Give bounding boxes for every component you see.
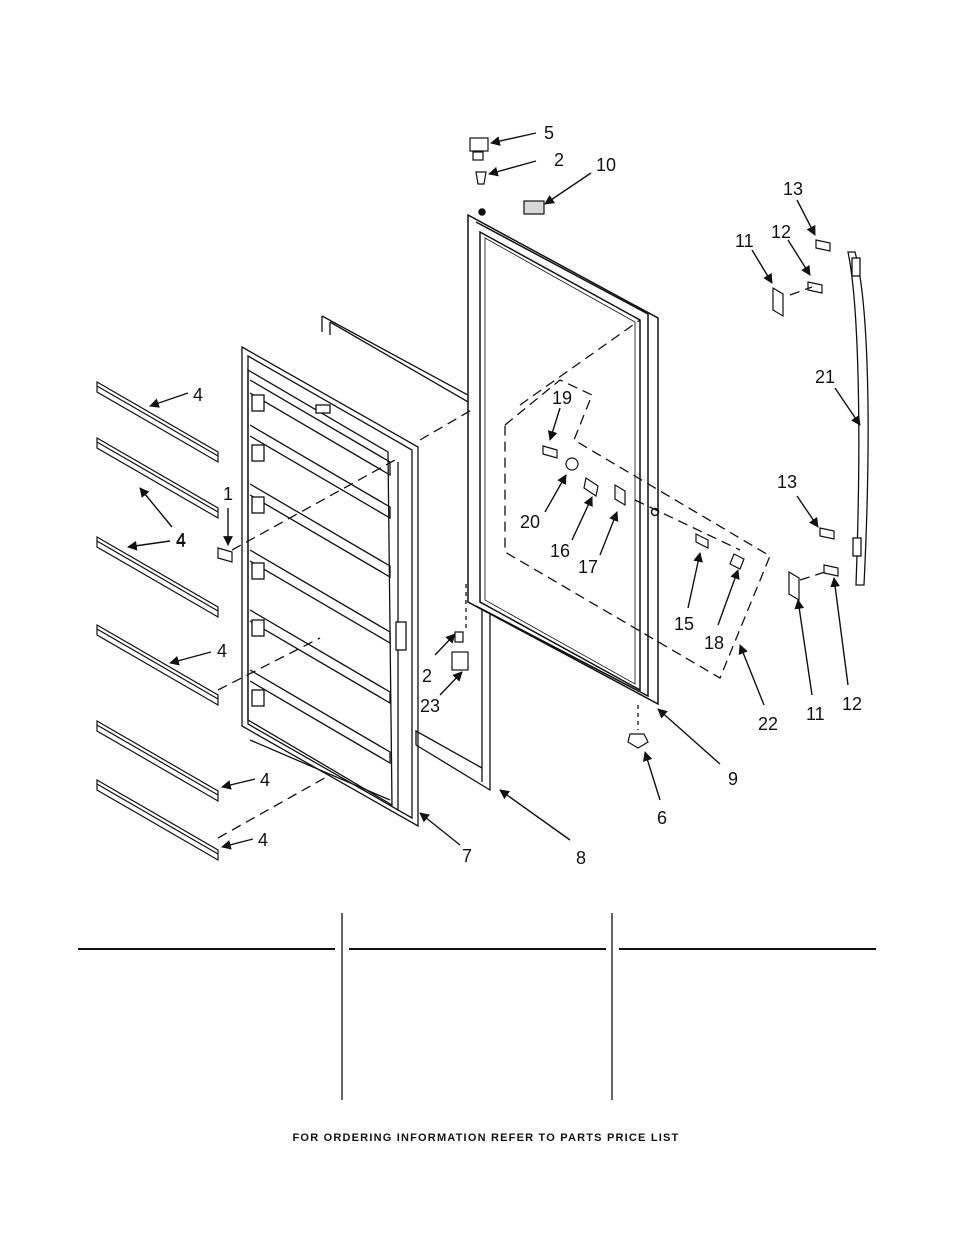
strike xyxy=(614,483,626,507)
gasket-strip xyxy=(96,535,219,619)
washer xyxy=(565,457,579,471)
callout-label: 23 xyxy=(420,696,440,716)
door-handle xyxy=(847,251,869,586)
callout-label: 2 xyxy=(554,150,564,170)
lock-cylinder xyxy=(695,533,709,549)
callout-label: 4 xyxy=(258,830,268,850)
callout-label: 4 xyxy=(176,531,186,551)
callout-label: 10 xyxy=(596,155,616,175)
gasket-strip xyxy=(96,623,219,707)
parts-table-frame xyxy=(78,913,876,1100)
shim xyxy=(454,631,464,643)
gasket-strips xyxy=(96,380,219,862)
screw xyxy=(542,445,558,459)
screw xyxy=(819,527,835,540)
door-stop xyxy=(627,733,649,749)
clip xyxy=(788,570,800,602)
callout-label: 6 xyxy=(657,808,667,828)
callout-label: 8 xyxy=(576,848,586,868)
callout-label: 19 xyxy=(552,388,572,408)
gasket-strip xyxy=(96,778,219,862)
callout-label: 15 xyxy=(674,614,694,634)
bottom-hinge xyxy=(451,651,469,671)
callout-labels: 5 2 10 13 12 11 21 19 20 16 17 15 18 1 4… xyxy=(176,123,862,868)
assembly-lines xyxy=(217,286,826,839)
callout-label: 17 xyxy=(578,557,598,577)
callout-label: 4 xyxy=(176,530,186,550)
callout-label: 13 xyxy=(783,179,803,199)
callout-label: 21 xyxy=(815,367,835,387)
callout-label: 22 xyxy=(758,714,778,734)
callout-label: 16 xyxy=(550,541,570,561)
hardware-parts xyxy=(217,137,839,749)
clip xyxy=(772,286,784,318)
callout-label: 2 xyxy=(422,666,432,686)
screw xyxy=(823,564,839,577)
callout-label: 4 xyxy=(260,770,270,790)
callout-label: 12 xyxy=(842,694,862,714)
callout-label: 4 xyxy=(217,641,227,661)
callout-label: 5 xyxy=(544,123,554,143)
callout-label: 11 xyxy=(806,704,825,724)
callout-label: 11 xyxy=(735,231,754,251)
screw xyxy=(217,547,233,563)
gasket-strip xyxy=(96,719,219,803)
door-liner xyxy=(241,345,419,828)
callout-label: 4 xyxy=(193,385,203,405)
callout-label: 13 xyxy=(777,472,797,492)
screw xyxy=(807,281,823,294)
screw xyxy=(815,239,831,252)
callout-label: 12 xyxy=(771,222,791,242)
latch xyxy=(583,477,599,497)
callout-label: 20 xyxy=(520,512,540,532)
gasket-strip xyxy=(96,380,219,464)
gasket-strip xyxy=(96,436,219,520)
callout-label: 18 xyxy=(704,633,724,653)
callout-label: 7 xyxy=(462,846,472,866)
callout-label: 9 xyxy=(728,769,738,789)
leader-arrows xyxy=(127,132,861,850)
outer-door-panel xyxy=(467,208,660,706)
hinge-cap xyxy=(469,137,489,152)
key xyxy=(729,553,745,570)
callout-label: 1 xyxy=(223,484,233,504)
shim xyxy=(472,151,484,161)
footer-note: FOR ORDERING INFORMATION REFER TO PARTS … xyxy=(293,1132,680,1144)
label xyxy=(523,200,545,215)
hinge-pin xyxy=(475,171,487,185)
